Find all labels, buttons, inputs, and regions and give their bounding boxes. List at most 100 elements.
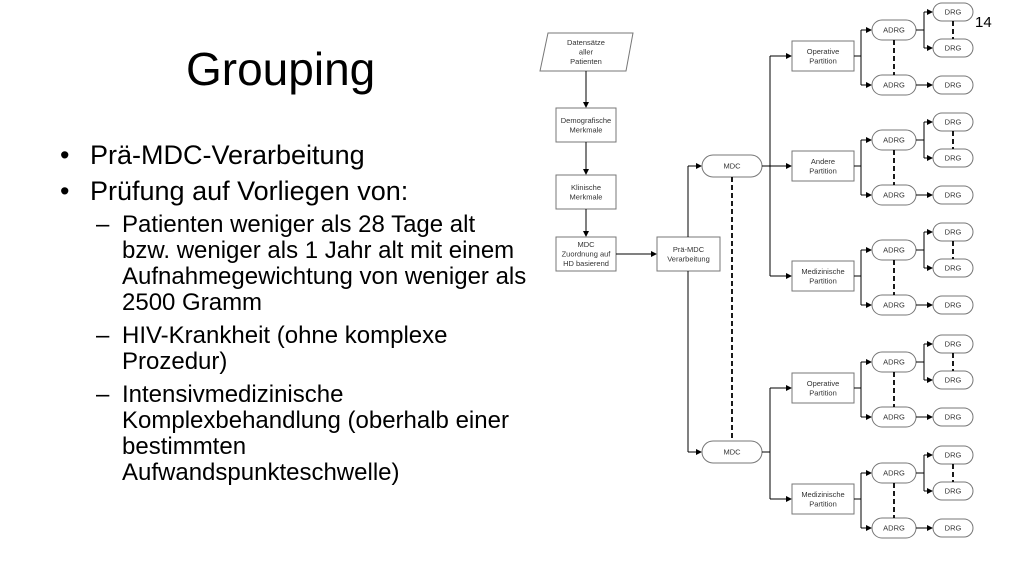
arrowhead-icon [786, 53, 792, 59]
partition-box-label: Partition [809, 276, 837, 285]
sub-bullet-item: – HIV-Krankheit (ohne komplexe Prozedur) [58, 323, 528, 375]
drg-pill-label: DRG [945, 451, 962, 460]
arrowhead-icon [786, 385, 792, 391]
partition-box [791, 372, 855, 404]
partition-box-label: Operative [807, 379, 840, 388]
drg-pill-label: DRG [945, 44, 962, 53]
bullet-item: • Prüfung auf Vorliegen von: [58, 176, 528, 207]
partition-box [791, 483, 855, 515]
sub-bullet-item: – Patienten weniger als 28 Tage alt bzw.… [58, 212, 528, 316]
bullet-text: Prä-MDC-Verarbeitung [90, 140, 365, 170]
demographic-features-box-label: Merkmale [570, 125, 603, 134]
drg-pill-label: DRG [945, 413, 962, 422]
drg-pill-label: DRG [945, 524, 962, 533]
mdc-pill-label: MDC [723, 162, 741, 171]
arrowhead-icon [786, 496, 792, 502]
arrowhead-icon [866, 192, 872, 198]
arrowhead-icon [927, 452, 933, 458]
sub-bullet-text: HIV-Krankheit (ohne komplexe Prozedur) [122, 322, 448, 375]
patient-records-box [539, 32, 634, 72]
arrowhead-icon [927, 488, 933, 494]
sub-bullet-text: Patienten weniger als 28 Tage alt bzw. w… [122, 211, 527, 316]
arrowhead-icon [927, 155, 933, 161]
demographic-features-box [555, 107, 617, 143]
sub-bullet-dash-icon: – [96, 381, 110, 408]
partition-box-label: Partition [809, 499, 837, 508]
drg-pill-label: DRG [945, 191, 962, 200]
clinical-features-box-label: Klinische [571, 183, 601, 192]
adrg-pill-label: ADRG [883, 246, 905, 255]
mdc-assignment-box-label: Zuordnung auf [562, 250, 612, 259]
patient-records-label: Datensätze [567, 38, 605, 47]
arrowhead-icon [927, 302, 933, 308]
adrg-pill-label: ADRG [883, 81, 905, 90]
slide-title: Grouping [186, 43, 376, 95]
arrowhead-icon [696, 449, 702, 455]
arrowhead-icon [866, 414, 872, 420]
demographic-features-box-label: Demografische [561, 116, 611, 125]
arrowhead-icon [866, 470, 872, 476]
arrowhead-icon [927, 265, 933, 271]
partition-box-label: Partition [809, 166, 837, 175]
drg-pill [932, 518, 974, 538]
bullet-list: • Prä-MDC-Verarbeitung • Prüfung auf Vor… [58, 140, 528, 493]
adrg-pill-label: ADRG [883, 26, 905, 35]
drg-pill-label: DRG [945, 264, 962, 273]
arrowhead-icon [866, 525, 872, 531]
patient-records-label: Patienten [570, 57, 602, 66]
arrowhead-icon [583, 169, 589, 175]
adrg-pill-label: ADRG [883, 191, 905, 200]
arrowhead-icon [651, 251, 657, 257]
arrowhead-icon [583, 102, 589, 108]
drg-pill [932, 185, 974, 205]
partition-box-label: Medizinische [801, 490, 844, 499]
arrowhead-icon [927, 341, 933, 347]
drg-pill-label: DRG [945, 376, 962, 385]
patient-records-label: aller [579, 48, 594, 57]
pre-mdc-processing-box-label: Prä-MDC [673, 245, 705, 254]
bullet-item: • Prä-MDC-Verarbeitung [58, 140, 528, 171]
drg-pill-label: DRG [945, 154, 962, 163]
adrg-pill-label: ADRG [883, 301, 905, 310]
partition-box [791, 150, 855, 182]
drg-pill-label: DRG [945, 228, 962, 237]
bullet-text: Prüfung auf Vorliegen von: [90, 176, 409, 206]
partition-box-label: Medizinische [801, 267, 844, 276]
drg-pill-label: DRG [945, 487, 962, 496]
bullet-dot-icon: • [60, 140, 70, 170]
arrowhead-icon [866, 82, 872, 88]
adrg-pill-label: ADRG [883, 136, 905, 145]
partition-box-label: Partition [809, 56, 837, 65]
partition-box-label: Operative [807, 47, 840, 56]
bullet-dot-icon: • [60, 176, 70, 206]
arrowhead-icon [866, 247, 872, 253]
arrowhead-icon [927, 525, 933, 531]
drg-pill-label: DRG [945, 340, 962, 349]
page-number: 14 [975, 14, 992, 31]
arrowhead-icon [786, 163, 792, 169]
drg-pill-label: DRG [945, 301, 962, 310]
adrg-pill-label: ADRG [883, 358, 905, 367]
arrowhead-icon [927, 45, 933, 51]
arrowhead-icon [927, 414, 933, 420]
mdc-assignment-box-label: HD basierend [563, 259, 609, 268]
mdc-assignment-box-label: MDC [577, 240, 595, 249]
drg-pill [932, 407, 974, 427]
arrowhead-icon [927, 82, 933, 88]
sub-bullet-item: – Intensivmedizinische Komplexbehandlung… [58, 382, 528, 486]
arrowhead-icon [866, 27, 872, 33]
clinical-features-box [555, 174, 617, 210]
sub-bullet-dash-icon: – [96, 322, 110, 349]
arrowhead-icon [866, 137, 872, 143]
adrg-pill-label: ADRG [883, 469, 905, 478]
drg-pill [932, 75, 974, 95]
arrowhead-icon [866, 359, 872, 365]
adrg-pill-label: ADRG [883, 413, 905, 422]
arrowhead-icon [927, 192, 933, 198]
adrg-pill-label: ADRG [883, 524, 905, 533]
arrowhead-icon [927, 377, 933, 383]
sub-bullet-dash-icon: – [96, 211, 110, 238]
arrowhead-icon [696, 163, 702, 169]
clinical-features-box-label: Merkmale [570, 192, 603, 201]
